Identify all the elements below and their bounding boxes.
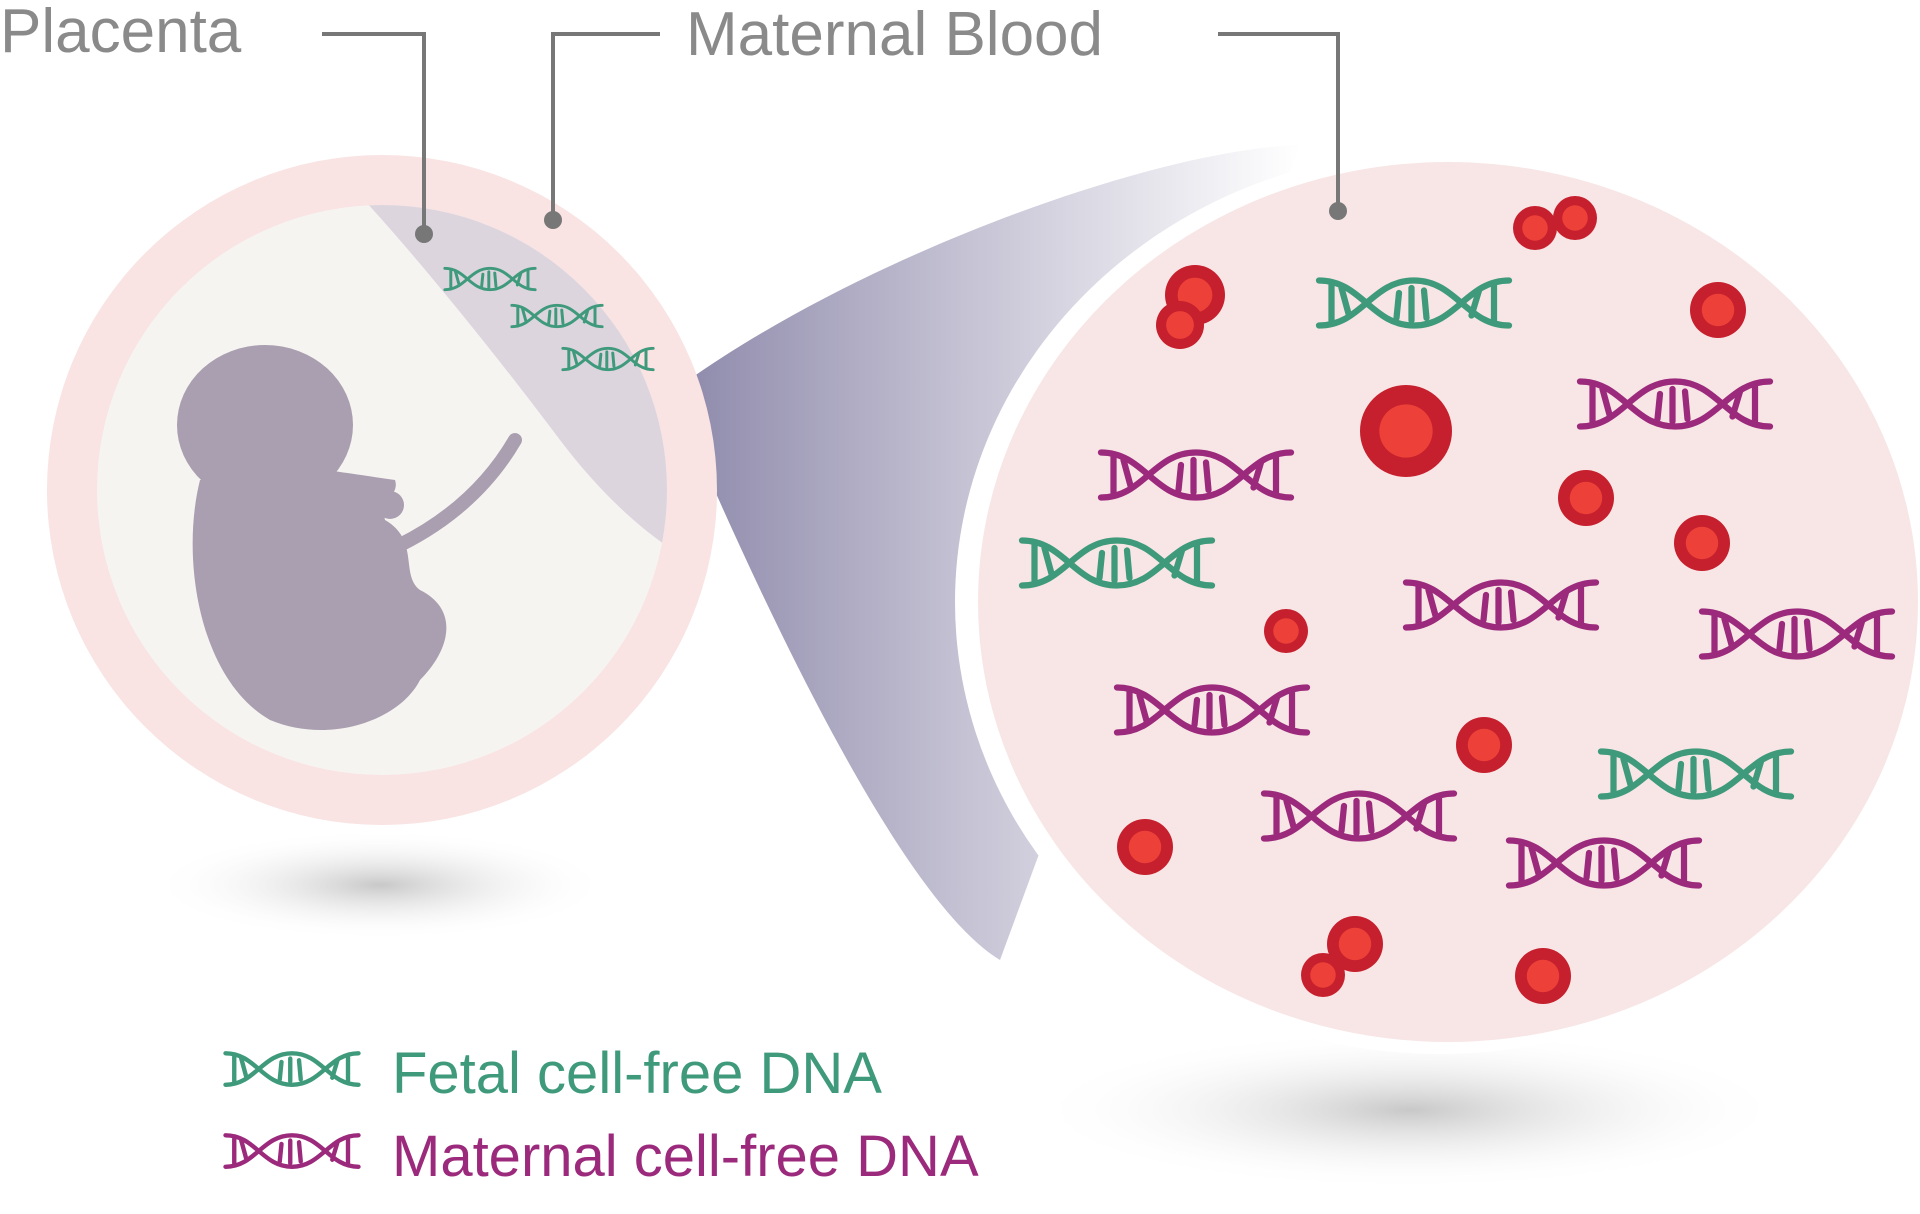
red-blood-cell-center — [1273, 618, 1299, 644]
red-blood-cell-center — [1310, 962, 1336, 988]
red-blood-cell-center — [1701, 293, 1735, 327]
red-blood-cell-center — [1166, 311, 1194, 339]
red-blood-cell-center — [1128, 830, 1162, 864]
uterus-illustration — [47, 155, 717, 825]
fetal-dna-legend-icon — [226, 1053, 359, 1085]
plasma-pointer-dot — [1329, 202, 1347, 220]
legend: Fetal cell-free DNA Maternal cell-free D… — [226, 1041, 979, 1189]
legend-maternal-label: Maternal cell-free DNA — [392, 1124, 979, 1189]
umbilical-cord — [393, 433, 522, 552]
red-blood-cell-center — [1562, 205, 1588, 231]
red-blood-cell-center — [1467, 728, 1501, 762]
red-blood-cell-center — [1526, 959, 1560, 993]
maternal-blood-pointer-dot — [544, 211, 562, 229]
leader-lines — [322, 32, 1340, 233]
right-circle-shadow — [1030, 1030, 1790, 1190]
red-blood-cell-center — [1338, 927, 1372, 961]
placenta-pointer-dot — [415, 225, 433, 243]
legend-fetal-label: Fetal cell-free DNA — [392, 1041, 882, 1106]
maternal-dna-legend-icon — [226, 1135, 359, 1167]
fetus-silhouette — [177, 345, 447, 731]
red-blood-cell-center — [1522, 215, 1548, 241]
maternal-blood-label: Maternal Blood — [686, 0, 1103, 69]
placenta-label: Placenta — [0, 0, 242, 66]
red-blood-cell-center — [1569, 481, 1603, 515]
left-circle-shadow — [150, 830, 610, 940]
red-blood-cell-center — [1685, 526, 1719, 560]
red-blood-cell-center — [1379, 404, 1433, 458]
